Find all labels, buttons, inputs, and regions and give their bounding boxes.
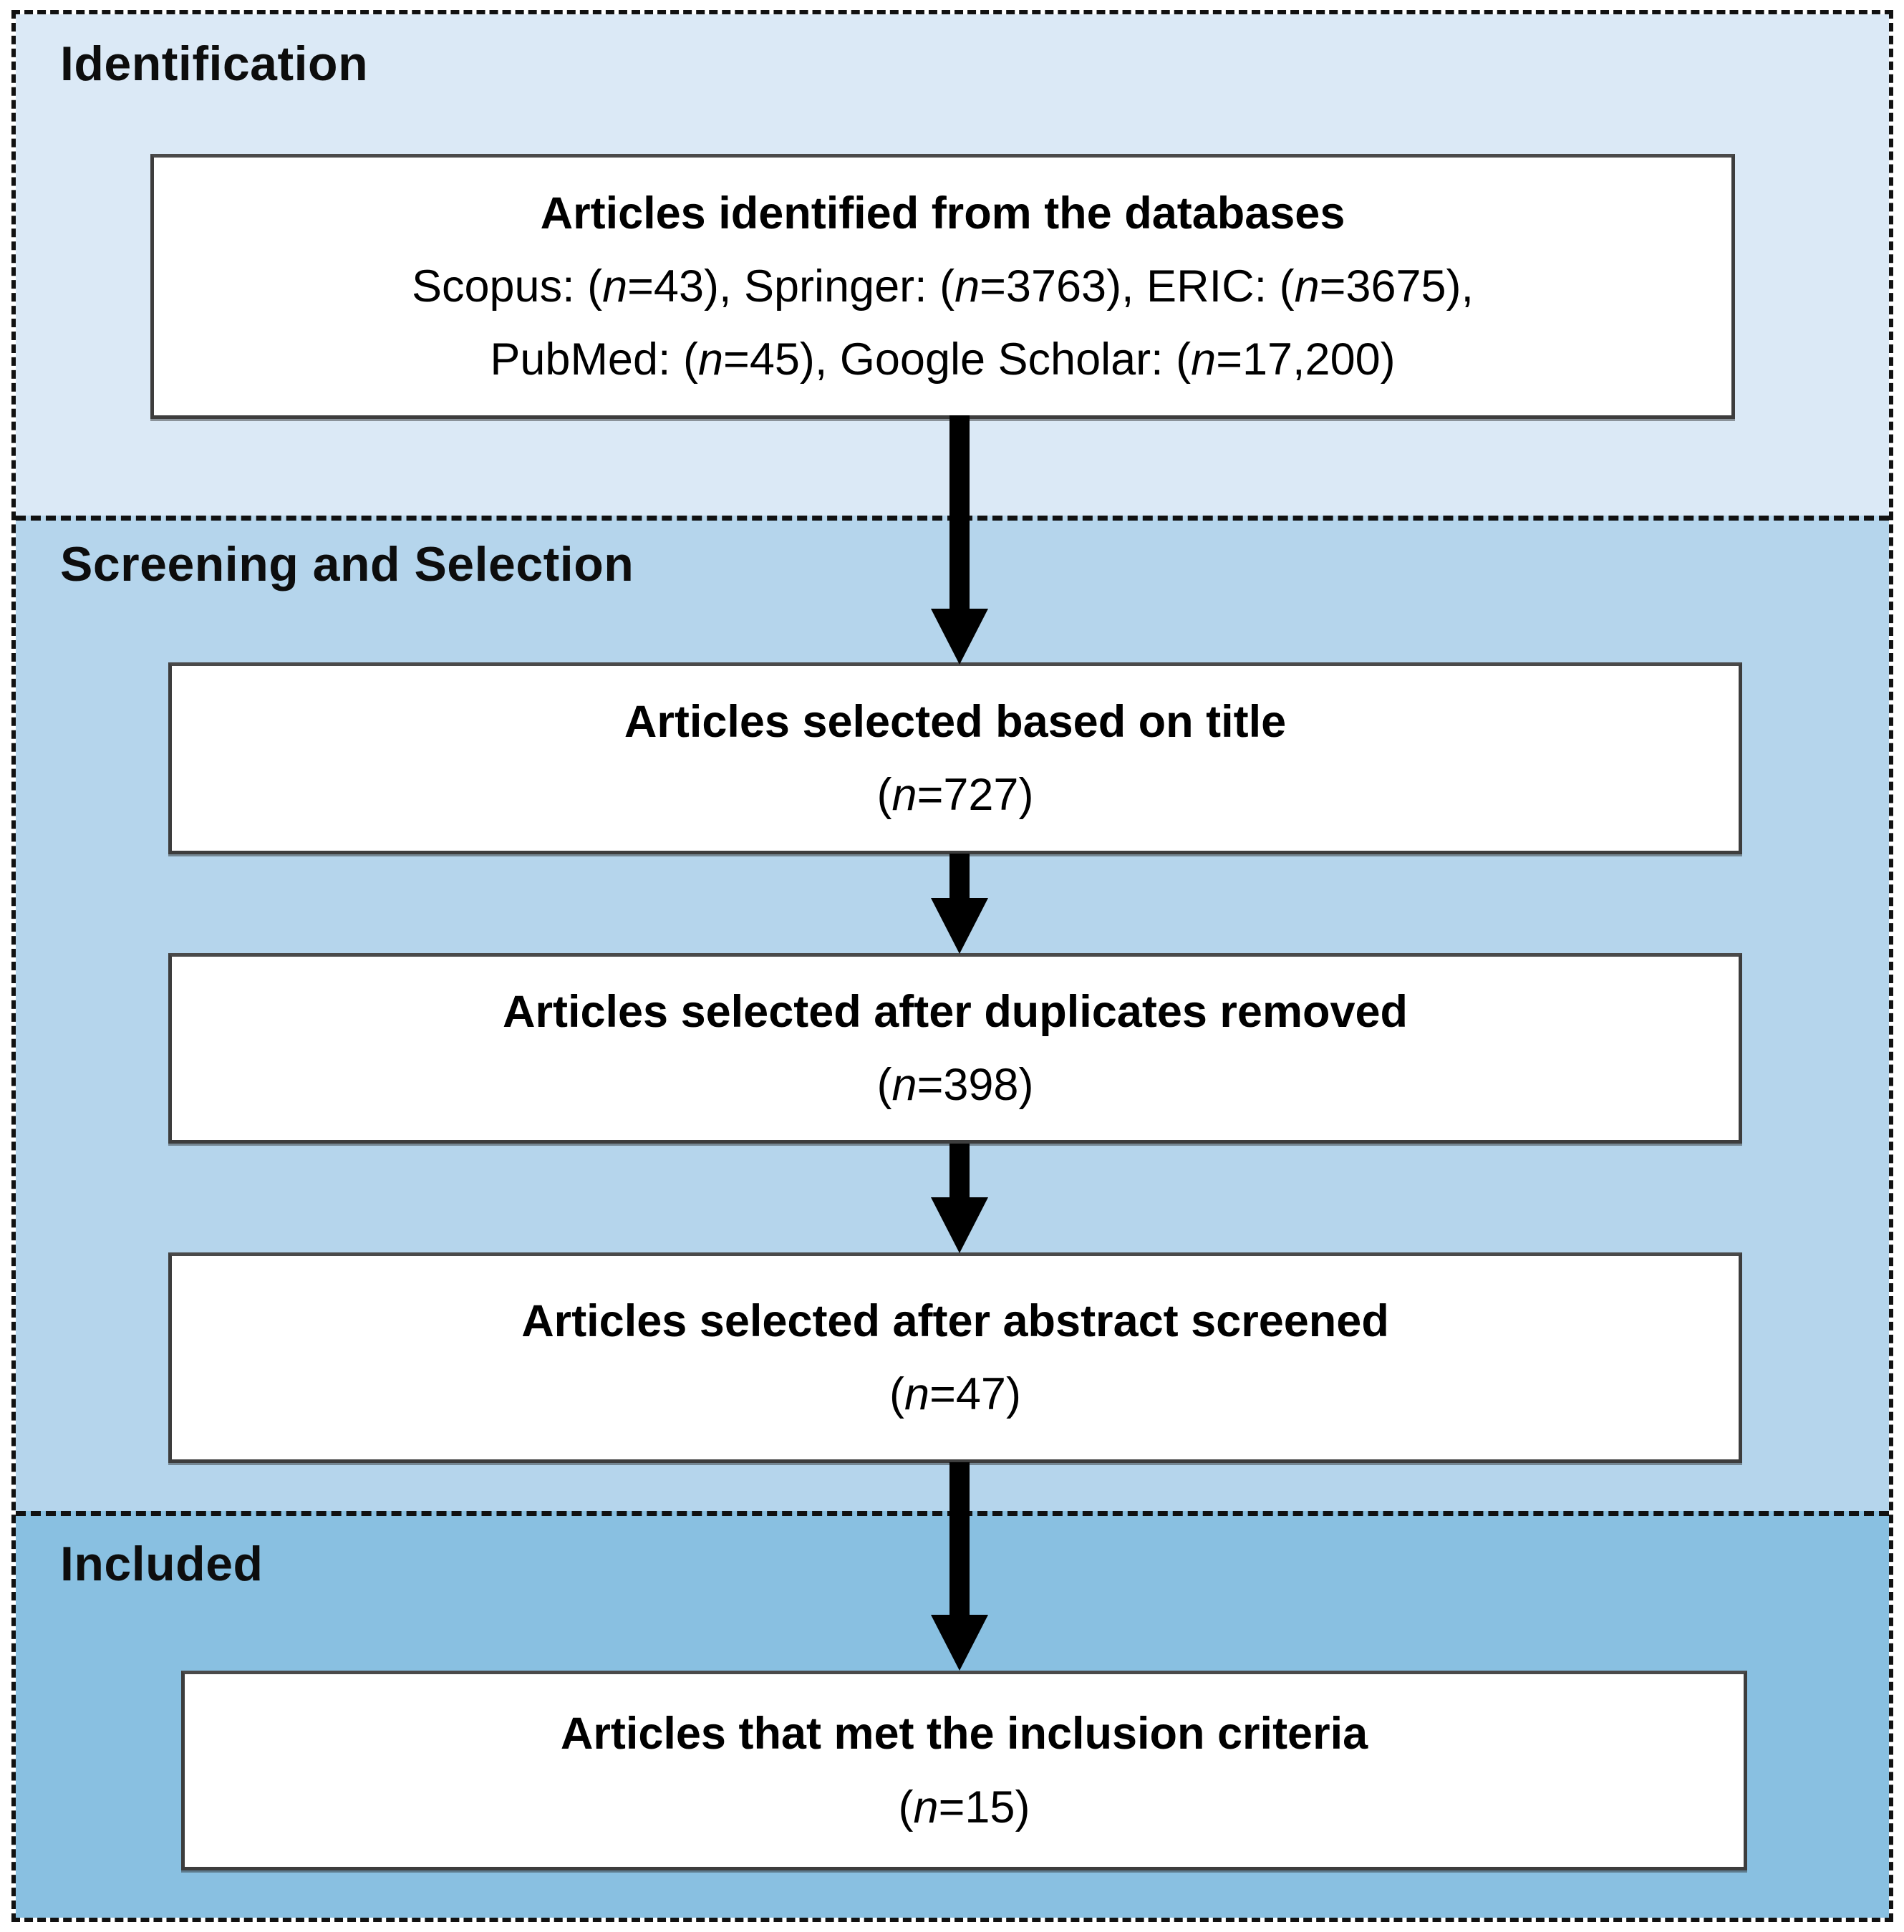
down-arrow-icon-3 bbox=[931, 1144, 988, 1253]
flow-box-after-abstract-screened: Articles selected after abstract screene… bbox=[168, 1252, 1742, 1463]
flow-box-count-line: (n=398) bbox=[876, 1060, 1034, 1110]
flow-box-title: Articles selected after abstract screene… bbox=[521, 1295, 1389, 1346]
flow-box-count-line: (n=15) bbox=[898, 1782, 1030, 1832]
flow-box-count-line: (n=47) bbox=[889, 1369, 1021, 1419]
arrow-shaft bbox=[949, 1144, 970, 1201]
down-arrow-icon-1 bbox=[931, 415, 988, 665]
arrow-shaft bbox=[949, 854, 970, 902]
arrow-head bbox=[931, 1197, 988, 1253]
section-label-included: Included bbox=[60, 1537, 264, 1591]
down-arrow-icon-2 bbox=[931, 854, 988, 954]
flow-box-title: Articles identified from the databases bbox=[540, 188, 1345, 238]
flow-box-selected-based-on-title: Articles selected based on title (n=727) bbox=[168, 662, 1742, 854]
arrow-head bbox=[931, 609, 988, 665]
flow-box-after-duplicates-removed: Articles selected after duplicates remov… bbox=[168, 953, 1742, 1144]
arrow-shaft bbox=[949, 1462, 970, 1617]
flow-box-count-line: (n=727) bbox=[876, 770, 1034, 820]
flow-box-count-line: PubMed: (n=45), Google Scholar: (n=17,20… bbox=[490, 334, 1396, 385]
arrow-head bbox=[931, 898, 988, 954]
flow-box-title: Articles that met the inclusion criteria bbox=[560, 1709, 1368, 1759]
flow-box-title: Articles selected based on title bbox=[624, 696, 1287, 747]
flow-box-met-inclusion-criteria: Articles that met the inclusion criteria… bbox=[181, 1671, 1747, 1870]
flow-box-count-line: Scopus: (n=43), Springer: (n=3763), ERIC… bbox=[411, 261, 1474, 311]
section-label-identification: Identification bbox=[60, 37, 369, 91]
flow-box-articles-identified: Articles identified from the databases S… bbox=[150, 154, 1735, 419]
arrow-head bbox=[931, 1615, 988, 1671]
section-label-screening-and-selection: Screening and Selection bbox=[60, 537, 634, 591]
down-arrow-icon-4 bbox=[931, 1462, 988, 1671]
flow-box-title: Articles selected after duplicates remov… bbox=[502, 986, 1408, 1037]
arrow-shaft bbox=[949, 415, 970, 612]
